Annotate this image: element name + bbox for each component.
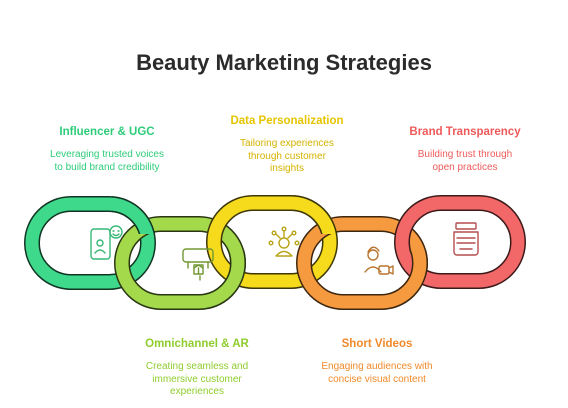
step-description: Building trust through open practices: [417, 149, 513, 173]
step-label-omnichannel: Omnichannel & AR Creating seamless and i…: [122, 338, 272, 399]
video-creator-icon: [364, 246, 394, 275]
step-title: Omnichannel & AR: [145, 338, 249, 350]
chain-link-omnichannel-overlap: [204, 250, 246, 309]
step-label-videos: Short Videos Engaging audiences with con…: [302, 338, 452, 386]
chain-link-data: [206, 195, 338, 289]
influencer-phone-icon: [90, 225, 123, 260]
personalization-user-icon: [268, 226, 300, 257]
chain-link-videos-overlap: [392, 250, 428, 309]
step-title: Data Personalization: [230, 115, 344, 127]
ar-headset-icon: [182, 248, 214, 281]
step-label-transparency: Brand Transparency Building trust throug…: [390, 126, 540, 174]
page-title: Beauty Marketing Strategies: [136, 50, 432, 75]
step-label-influencer: Influencer & UGC Leveraging trusted voic…: [32, 126, 182, 174]
step-description: Tailoring experiences through customer i…: [240, 138, 334, 174]
step-title: Brand Transparency: [409, 126, 521, 138]
step-description: Leveraging trusted voices to build brand…: [50, 149, 164, 173]
step-title: Influencer & UGC: [59, 126, 155, 138]
step-description: Engaging audiences with concise visual c…: [321, 361, 433, 385]
chain-link-influencer: [24, 196, 156, 290]
step-description: Creating seamless and immersive customer…: [145, 361, 249, 397]
step-title: Short Videos: [341, 338, 413, 350]
step-label-data: Data Personalization Tailoring experienc…: [212, 115, 362, 176]
product-jar-icon: [453, 222, 479, 256]
chain-link-transparency: [394, 195, 526, 289]
